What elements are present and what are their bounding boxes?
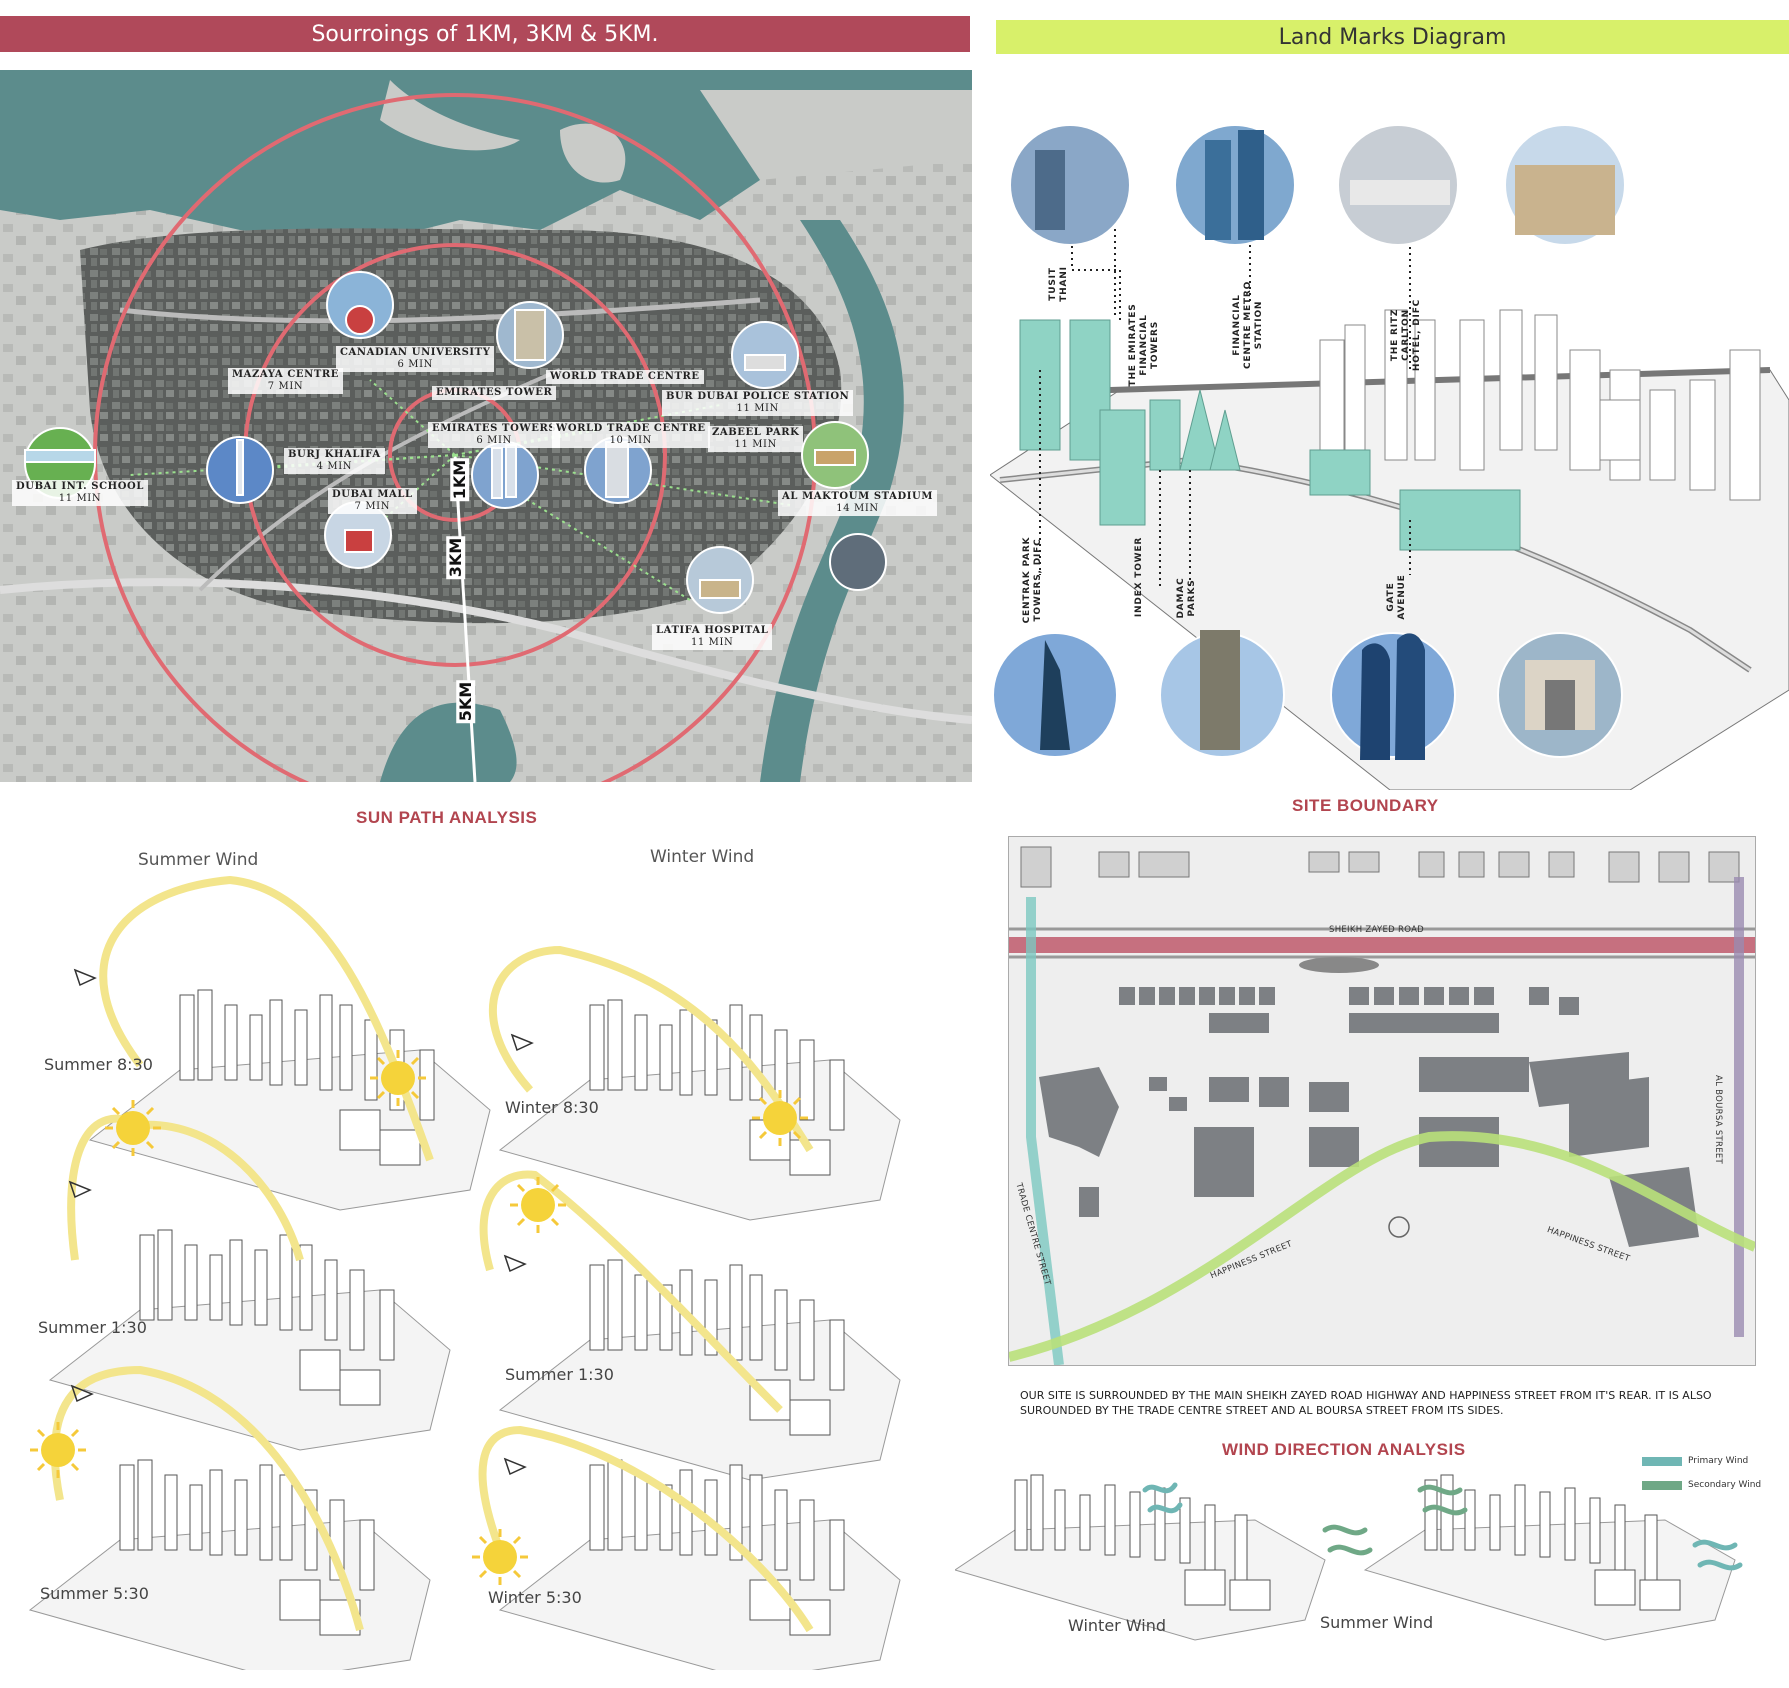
- legend-secondary-wind: Secondary Wind: [1642, 1480, 1761, 1490]
- map-svg: [0, 70, 972, 782]
- surroundings-banner: Sourroings of 1KM, 3KM & 5KM.: [0, 16, 970, 52]
- ring-label-5km: 5KM: [456, 679, 476, 724]
- surroundings-title: Sourroings of 1KM, 3KM & 5KM.: [311, 21, 659, 47]
- landmark-label: FINANCIAL CENTRE METRO STATION: [1232, 280, 1264, 370]
- landmark-label: INDEX TOWER: [1134, 536, 1144, 618]
- landmark-label: THE EMIRATES FINANCIAL TOWERS: [1128, 303, 1160, 387]
- sun-study-label: Summer 5:30: [40, 1584, 149, 1603]
- landmark-label: THE RITZ CARLTON HOTEL, DIFC: [1390, 298, 1422, 372]
- sun-study-label: Summer 8:30: [44, 1055, 153, 1074]
- landmark-label: TUSIT THANI: [1048, 266, 1069, 302]
- sun-path-svg: [28, 875, 901, 1670]
- sun-study-city: [499, 1459, 901, 1670]
- landmark-label: DAMAC PARKS: [1176, 577, 1197, 619]
- ring-label-3km: 3KM: [446, 535, 466, 580]
- sun-study-label: Winter 5:30: [488, 1588, 582, 1607]
- wind-study-label: Winter Wind: [1068, 1616, 1167, 1635]
- wind-study-label: Summer Wind: [1320, 1613, 1434, 1632]
- street-label: SHEIKH ZAYED ROAD: [1329, 925, 1425, 935]
- landmark-label: CENTRAK PARK TOWERS, DIFC: [1022, 536, 1043, 624]
- ring-label-1km: 1KM: [450, 457, 470, 502]
- landmarks-title: Land Marks Diagram: [1278, 24, 1507, 50]
- wind-analysis-title: WIND DIRECTION ANALYSIS: [1222, 1440, 1466, 1459]
- legend-swatch-primary: [1642, 1456, 1682, 1466]
- column-title: Winter Wind: [650, 847, 755, 867]
- sun-study-label: Summer 1:30: [505, 1365, 614, 1384]
- landmark-label: GATE AVENUE: [1386, 574, 1407, 620]
- sun-study-city: [49, 1229, 451, 1451]
- site-boundary-caption: OUR SITE IS SURROUNDED BY THE MAIN SHEIK…: [1020, 1389, 1712, 1417]
- landmarks-banner: Land Marks Diagram: [996, 20, 1789, 54]
- wind-svg: [955, 1474, 1743, 1641]
- landmarks-svg: [989, 124, 1789, 791]
- site-boundary-title: SITE BOUNDARY: [1292, 796, 1439, 815]
- landmarks-diagram: TUSIT THANI THE EMIRATES FINANCIAL TOWER…: [989, 70, 1789, 791]
- legend-swatch-secondary: [1642, 1480, 1682, 1490]
- site-boundary-map: SHEIKH ZAYED ROAD AL BOURSA STREET TRADE…: [1008, 836, 1756, 1366]
- sun-study-city: [29, 1459, 431, 1670]
- place-label: WORLD TRADE CENTRE: [546, 370, 704, 384]
- legend-primary-wind: Primary Wind: [1642, 1456, 1748, 1466]
- site-boundary-svg: [1009, 846, 1755, 1365]
- sun-study-city: [89, 989, 491, 1211]
- street-label: AL BOURSA STREET: [1713, 1075, 1723, 1165]
- place-label: EMIRATES TOWER: [432, 386, 557, 400]
- column-title: Summer Wind: [138, 850, 259, 870]
- sun-path-title: SUN PATH ANALYSIS: [356, 808, 538, 827]
- sun-study-label: Winter 8:30: [505, 1098, 599, 1117]
- sun-study-label: Summer 1:30: [38, 1318, 147, 1337]
